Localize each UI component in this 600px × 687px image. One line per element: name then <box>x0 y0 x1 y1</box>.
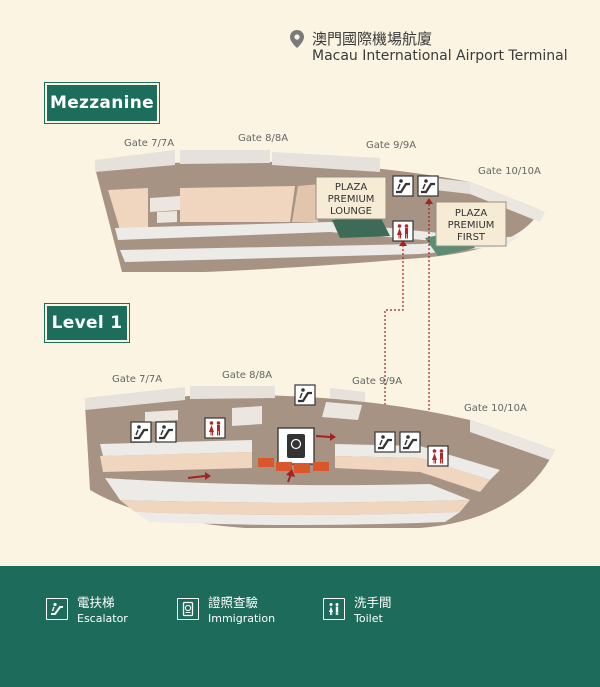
toilet-icon <box>427 445 449 467</box>
toilet-icon <box>323 598 345 620</box>
legend-toilet-zh: 洗手間 <box>354 595 392 610</box>
legend-immigration: 證照查驗 Immigration <box>177 596 275 626</box>
escalator-icon <box>416 174 440 198</box>
location-pin-icon <box>290 30 304 48</box>
legend-footer: 電扶梯 Escalator 證照查驗 Immigration <box>0 566 600 687</box>
escalator-icon <box>391 174 415 198</box>
escalator-icon <box>293 383 317 407</box>
level1-gate-7: Gate 7/7A <box>112 374 162 385</box>
escalator-icon <box>46 598 68 620</box>
passport-icon <box>177 598 199 620</box>
plaza-premium-first-box[interactable]: PLAZA PREMIUM FIRST <box>435 201 507 247</box>
first-line-3: FIRST <box>457 232 486 243</box>
mezzanine-gate-8: Gate 8/8A <box>238 133 288 144</box>
level1-gate-8: Gate 8/8A <box>222 370 272 381</box>
legend-toilet-en: Toilet <box>354 612 383 625</box>
legend-immigration-en: Immigration <box>208 612 276 625</box>
mezzanine-gate-7: Gate 7/7A <box>124 138 174 149</box>
mezzanine-gate-10: Gate 10/10A <box>478 166 541 177</box>
escalator-icon <box>373 430 397 454</box>
first-line-2: PREMIUM <box>448 220 495 231</box>
route-arrow-icon <box>399 240 407 246</box>
route-arrow-icon <box>425 198 433 204</box>
mezzanine-gate-9: Gate 9/9A <box>366 140 416 151</box>
escalator-link-line <box>384 241 404 432</box>
flow-arrow-icon <box>187 475 206 479</box>
legend-immigration-zh: 證照查驗 <box>208 595 259 610</box>
escalator-icon <box>154 420 178 444</box>
terminal-title-zh: 澳門國際機場航廈 <box>312 30 433 48</box>
legend-escalator: 電扶梯 Escalator <box>46 596 128 626</box>
toilet-icon <box>204 417 226 439</box>
level1-gate-9: Gate 9/9A <box>352 376 402 387</box>
terminal-map: Gate 7/7A Gate 8/8A Gate 9/9A Gate 10/10… <box>85 133 555 528</box>
legend-toilet: 洗手間 Toilet <box>323 596 392 626</box>
mezzanine-level-tag: Mezzanine <box>47 85 157 121</box>
legend-escalator-en: Escalator <box>77 612 128 625</box>
escalator-icon <box>129 420 153 444</box>
level1-level-tag: Level 1 <box>47 306 127 340</box>
terminal-title-en: Macau International Airport Terminal <box>312 48 568 64</box>
escalator-icon <box>398 430 422 454</box>
lounge-line-1: PLAZA <box>335 182 368 193</box>
legend-escalator-zh: 電扶梯 <box>77 595 115 610</box>
first-line-1: PLAZA <box>455 208 488 219</box>
lounge-line-3: LOUNGE <box>330 206 372 217</box>
level1-floor <box>85 386 555 528</box>
flow-arrow-icon <box>315 435 331 438</box>
level1-gate-10: Gate 10/10A <box>464 403 527 414</box>
toilet-icon <box>392 220 414 242</box>
plaza-premium-lounge-box[interactable]: PLAZA PREMIUM LOUNGE <box>315 176 387 220</box>
passport-icon-cover <box>287 434 305 458</box>
lounge-line-2: PREMIUM <box>328 194 375 205</box>
